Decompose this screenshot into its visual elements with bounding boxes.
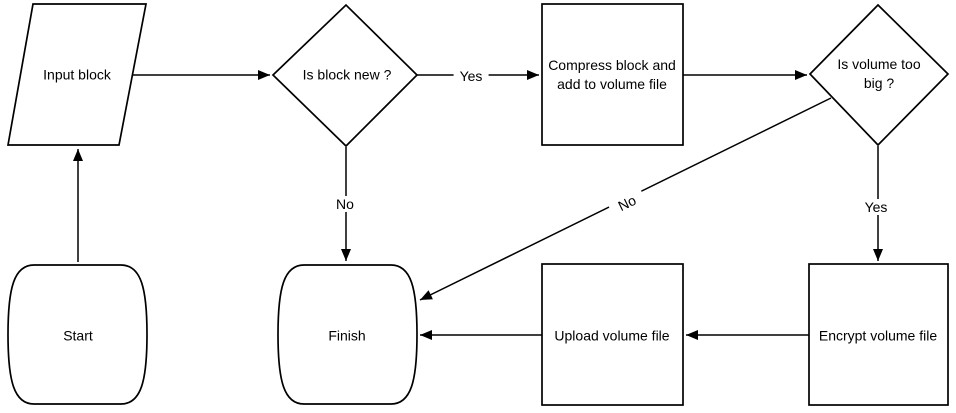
node-label-encrypt-volume-file: Encrypt volume file xyxy=(818,327,938,344)
edge-label-is-volume-too-big-yes: Yes xyxy=(858,199,894,215)
input-block-shape xyxy=(6,3,148,146)
node-label-is-volume-too-big: Is volume too big ? xyxy=(837,56,921,91)
node-label-input-block: Input block xyxy=(43,66,111,83)
edge-label-is-block-new-no: No xyxy=(330,196,360,212)
upload-volume-file-rect xyxy=(541,263,684,406)
encrypt-volume-file-rect xyxy=(808,263,949,406)
is-volume-too-big-diamond xyxy=(808,3,950,147)
start-terminator-shape xyxy=(7,264,148,405)
node-label-start: Start xyxy=(63,327,93,344)
node-label-upload-volume-file: Upload volume file xyxy=(554,327,670,344)
node-label-compress-block: Compress block and add to volume file xyxy=(548,57,676,92)
finish-terminator-shape xyxy=(277,264,418,405)
edge-label-is-block-new-yes: Yes xyxy=(453,68,489,84)
node-label-finish: Finish xyxy=(328,327,366,344)
compress-block-rect xyxy=(541,3,684,146)
node-label-is-block-new: Is block new ? xyxy=(302,66,392,83)
